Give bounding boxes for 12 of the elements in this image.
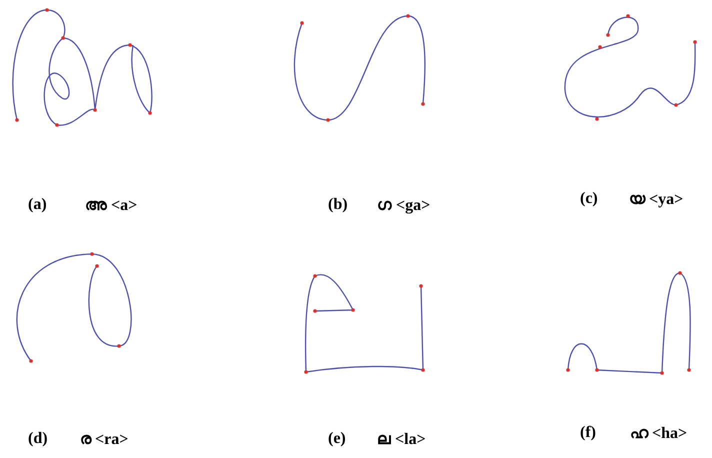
character-caption: ഹ <ha> <box>630 424 688 443</box>
panel-letter: (d) <box>28 430 48 448</box>
character-caption: യ <ya> <box>629 190 684 209</box>
panel-letter: (a) <box>28 196 47 214</box>
panel-letter: (f) <box>580 424 596 442</box>
panel-letter: (c) <box>580 190 598 208</box>
panel-letter: (e) <box>328 430 346 448</box>
character-caption: ര <ra> <box>80 430 128 449</box>
panel-letter: (b) <box>328 196 348 214</box>
character-caption: ല <la> <box>377 430 426 449</box>
character-caption: അ <a> <box>85 196 138 215</box>
character-caption: ഗ <ga> <box>377 196 430 215</box>
